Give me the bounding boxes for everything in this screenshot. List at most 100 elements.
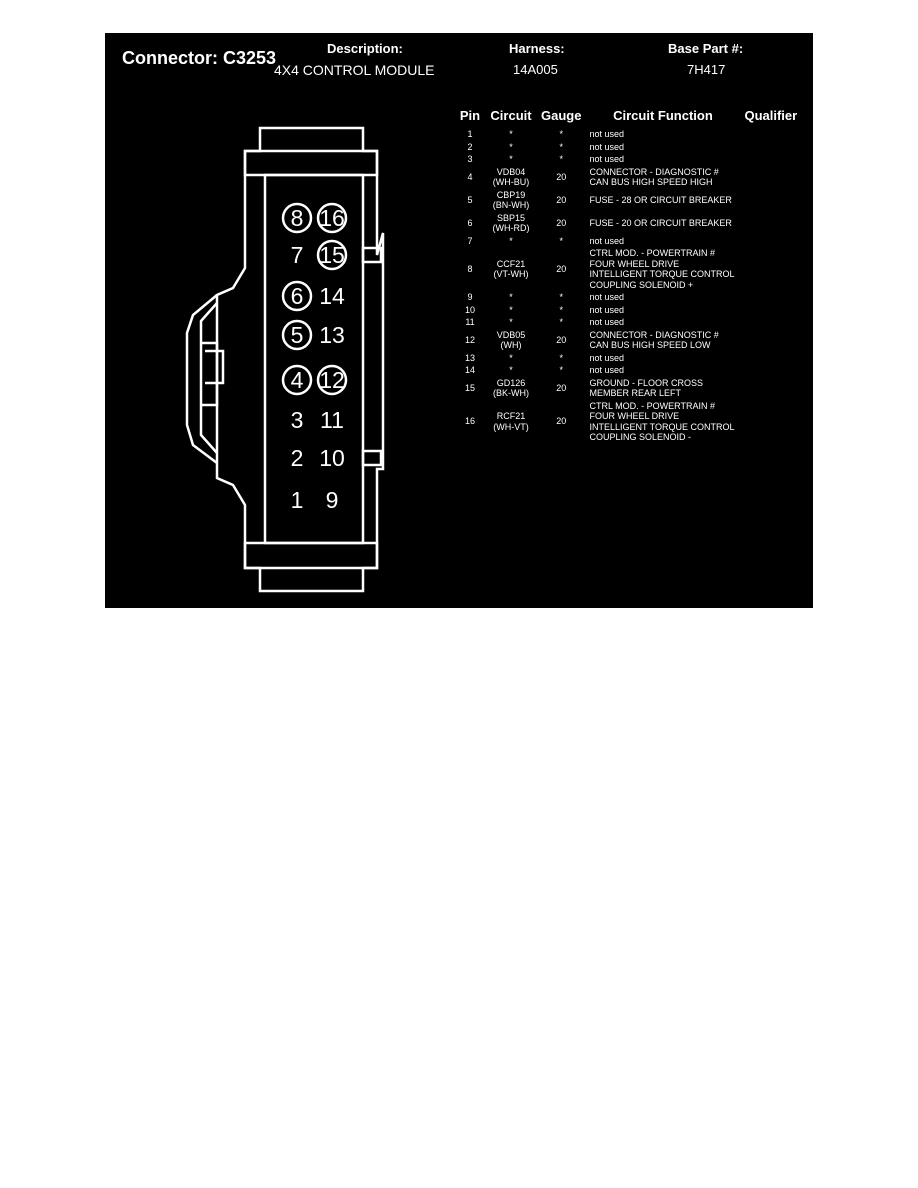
pin-circle-marker (281, 319, 313, 351)
circuit-function-cell: GROUND - FLOOR CROSS MEMBER REAR LEFT (589, 377, 703, 399)
table-row: 3 * * not used (455, 153, 801, 166)
circuit-function-cell: not used (589, 304, 624, 315)
circuit-wire-color: (BK-WH) (493, 388, 529, 398)
circuit-cell: * (485, 316, 537, 329)
pin-circle-marker (281, 202, 313, 234)
qualifier-cell (740, 212, 801, 235)
pin-cell: 9 (467, 292, 473, 302)
pin-cell: 3 (467, 154, 473, 164)
col-header-pin: Pin (459, 108, 481, 123)
circuit-function-cell: CONNECTOR - DIAGNOSTIC # CAN BUS HIGH SP… (589, 166, 719, 188)
circuit-cell: * (485, 235, 537, 248)
gauge-cell: * (559, 304, 563, 315)
connector-inner-cavity (263, 173, 365, 545)
pin-circle-marker (316, 202, 348, 234)
circuit-id: * (509, 235, 513, 246)
pin-number-label: 5 (291, 322, 304, 348)
circuit-function-cell: not used (589, 292, 624, 302)
table-row: 9**not used (455, 291, 801, 304)
connector-housing-outline (215, 126, 385, 593)
table-row: 15 GD126(BK-WH) 20 GROUND - FLOOR CROSS MEM… (455, 377, 801, 400)
pin-number-label: 1 (291, 487, 304, 513)
connector-key-lower (361, 449, 383, 467)
connector-top-bar (243, 149, 379, 177)
connector-latch (185, 294, 218, 464)
pin-cell: 2 (467, 141, 473, 152)
circuit-cell: GD126(BK-WH) (485, 377, 537, 400)
qualifier-cell (740, 235, 801, 248)
circuit-cell: * (485, 364, 537, 377)
table-row: 11**not used (455, 316, 801, 329)
col-header-circuit-function: Circuit Function (613, 108, 713, 123)
pin-number-label: 16 (319, 205, 345, 231)
pin-number-label: 6 (291, 283, 304, 309)
connector-bottom-bar (243, 541, 379, 570)
description-label: Description: (327, 41, 403, 56)
qualifier-cell (740, 291, 801, 304)
circuit-id: * (509, 141, 513, 152)
qualifier-cell (740, 189, 801, 212)
table-row: 2**not used (455, 141, 801, 154)
connector-panel: Connector: C3253 Description: 4X4 CONTRO… (105, 33, 813, 608)
pin-table-header-row: Pin Circuit Gauge Circuit Function Quali… (455, 108, 801, 128)
pin-circle-marker (281, 280, 313, 312)
pin-number-label: 10 (319, 445, 345, 471)
qualifier-cell (740, 304, 801, 317)
base-part-label: Base Part #: (668, 41, 744, 56)
pin-circle-marker (316, 239, 348, 271)
qualifier-cell (740, 377, 801, 400)
harness-label: Harness: (509, 41, 565, 56)
gauge-cell: * (559, 317, 563, 327)
circuit-wire-color: (VT-WH) (493, 269, 529, 279)
circuit-cell: SBP15(WH-RD) (485, 212, 537, 235)
circuit-id: VDB04 (496, 166, 526, 177)
circuit-id: SBP15 (496, 212, 526, 223)
table-row: 10**not used (455, 304, 801, 317)
gauge-cell: * (559, 141, 563, 152)
pin-number-label: 11 (320, 407, 344, 433)
circuit-function-cell: not used (589, 154, 624, 164)
pin-number-label: 9 (326, 487, 339, 513)
table-row: 14**not used (455, 364, 801, 377)
circuit-cell: * (485, 352, 537, 365)
pin-cell: 15 (464, 382, 475, 393)
table-row: 13**not used (455, 352, 801, 365)
harness-value: 14A005 (513, 62, 558, 77)
circuit-cell: * (485, 141, 537, 154)
circuit-cell: VDB04(WH-BU) (485, 166, 537, 189)
pin-cell: 5 (467, 194, 473, 205)
table-row: 7**not used (455, 235, 801, 248)
pin-number-label: 7 (291, 242, 304, 268)
circuit-wire-color: (WH-VT) (493, 421, 529, 432)
pin-cell: 6 (467, 217, 473, 228)
circuit-id: RCF21 (496, 411, 526, 421)
circuit-cell: VDB05(WH) (485, 329, 537, 352)
circuit-cell: * (485, 153, 537, 166)
pin-number-label: 4 (291, 367, 304, 393)
circuit-function-cell: not used (589, 235, 624, 246)
gauge-cell: * (559, 365, 563, 375)
circuit-cell: * (485, 304, 537, 317)
circuit-cell: RCF21(WH-VT) (485, 400, 537, 444)
col-header-circuit: Circuit (490, 108, 532, 123)
circuit-cell: * (485, 291, 537, 304)
circuit-id: VDB05 (496, 329, 526, 340)
gauge-cell: 20 (556, 334, 567, 345)
gauge-cell: 20 (556, 382, 567, 393)
qualifier-cell (740, 141, 801, 154)
table-row: 1**not used (455, 128, 801, 141)
gauge-cell: * (559, 154, 563, 164)
circuit-function-cell: CTRL MOD. - POWERTRAIN # FOUR WHEEL DRIV… (589, 400, 735, 443)
pin-cell: 8 (467, 263, 473, 274)
gauge-cell: * (559, 235, 563, 246)
circuit-function-cell: not used (589, 352, 624, 363)
gauge-cell: 20 (556, 217, 567, 228)
circuit-function-cell: FUSE - 28 OR CIRCUIT BREAKER (589, 194, 732, 205)
pin-circle-marker (281, 364, 313, 396)
circuit-cell: CBP19(BN-WH) (485, 189, 537, 212)
